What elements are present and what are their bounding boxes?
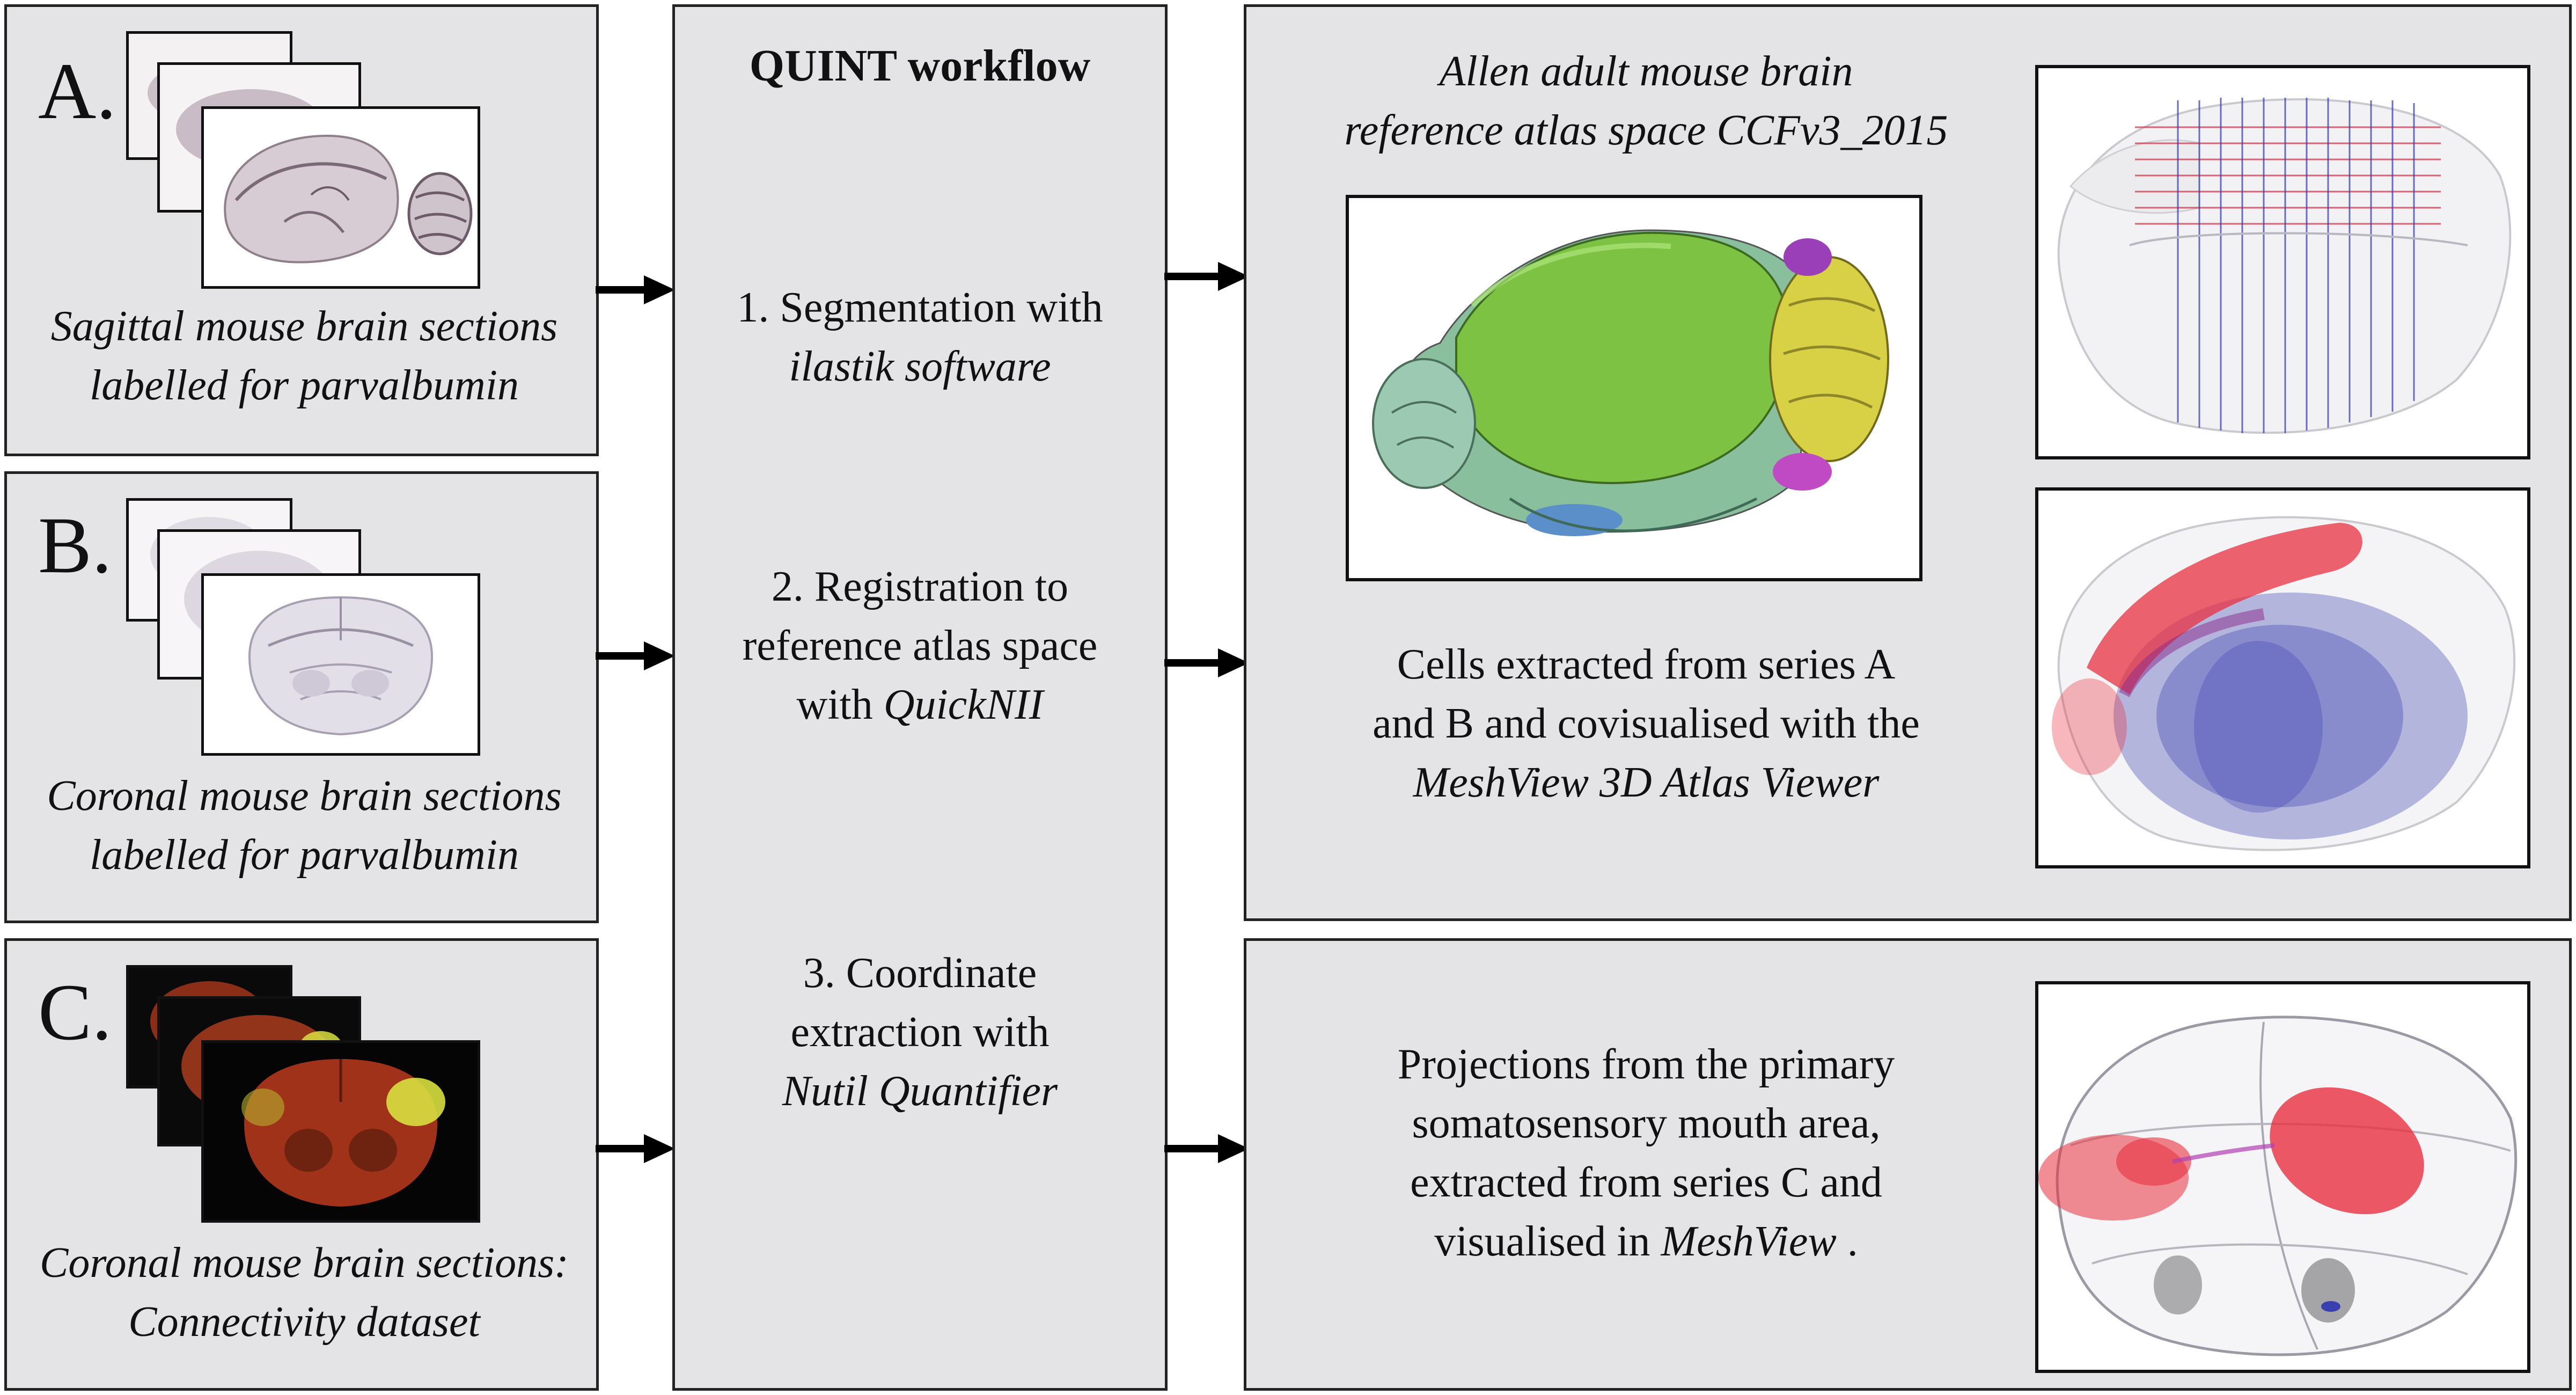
panel-b-caption-line2: labelled for parvalbumin (90, 831, 519, 879)
projection-image (2035, 981, 2530, 1373)
cells-caption-line2: and B and covisualised with the (1373, 700, 1920, 747)
panel-c-letter: C. (38, 968, 112, 1057)
step1-line2: ilastik software (789, 343, 1051, 390)
panel-b-letter: B. (38, 501, 112, 590)
panel-b: B. Coronal mouse brain sections labelled… (4, 471, 599, 923)
panel-a: A. Sagittal mouse brain sections labelle… (4, 4, 599, 456)
step2-line2: reference atlas space (742, 622, 1098, 669)
atlas-brain-image (1346, 195, 1922, 581)
projection-caption-line4: visualised in MeshView . (1246, 1212, 2046, 1271)
panel-a-caption-line2: labelled for parvalbumin (90, 362, 519, 409)
arrow-c-to-workflow (596, 1134, 675, 1163)
step2-line1: 2. Registration to (771, 563, 1069, 610)
projection-caption-line1: Projections from the primary (1397, 1041, 1895, 1088)
results-panel-bottom: Projections from the primary somatosenso… (1244, 938, 2572, 1391)
step2-line3: with QuickNII (675, 675, 1165, 734)
fluor-section-front (201, 1040, 480, 1223)
step3-line2: extraction with (790, 1009, 1050, 1056)
atlas-caption-line1: Allen adult mouse brain (1439, 48, 1853, 95)
panel-a-caption-line1: Sagittal mouse brain sections (50, 303, 558, 350)
arrow-step2-to-cells (1164, 648, 1249, 677)
sagittal-section-front (201, 106, 480, 289)
workflow-panel: QUINT workflow 1. Segmentation with ilas… (672, 4, 1168, 1391)
step2-tool-quicknii: QuickNII (883, 681, 1044, 728)
cells-grid-image (2035, 65, 2530, 459)
arrow-step3-to-projections (1164, 1134, 1249, 1163)
coronal-section-front (201, 573, 480, 756)
panel-b-caption-line1: Coronal mouse brain sections (47, 772, 562, 820)
arrow-a-to-workflow (596, 275, 675, 304)
projection-tool-meshview: MeshView (1661, 1218, 1837, 1265)
workflow-title: QUINT workflow (749, 41, 1091, 91)
projection-caption-prefix: visualised in (1434, 1218, 1650, 1265)
cells-caption-line1: Cells extracted from series A (1397, 641, 1896, 688)
cells-pointcloud-image (2035, 487, 2530, 868)
step3-line3: Nutil Quantifier (782, 1068, 1058, 1115)
panel-c-caption-line1: Coronal mouse brain sections: (40, 1239, 569, 1287)
panel-c: C. Coronal mouse brain sections: Connect… (4, 938, 599, 1391)
step1-line1: 1. Segmentation with (737, 284, 1103, 331)
projection-caption-suffix: . (1847, 1218, 1858, 1265)
results-panel-top: Allen adult mouse brain reference atlas … (1244, 4, 2572, 921)
arrow-b-to-workflow (596, 641, 675, 670)
projection-caption-line3: extracted from series C and (1410, 1159, 1882, 1206)
panel-c-caption-line2: Connectivity dataset (128, 1298, 480, 1346)
step3-line1: 3. Coordinate (803, 950, 1037, 997)
arrow-step1-to-atlas (1164, 262, 1249, 291)
step2-line3-prefix: with (796, 681, 873, 728)
atlas-caption-line2: reference atlas space CCFv3_2015 (1344, 107, 1948, 154)
projection-caption-line2: somatosensory mouth area, (1412, 1100, 1881, 1147)
cells-caption-line3: MeshView 3D Atlas Viewer (1413, 759, 1880, 806)
panel-a-letter: A. (38, 47, 116, 136)
